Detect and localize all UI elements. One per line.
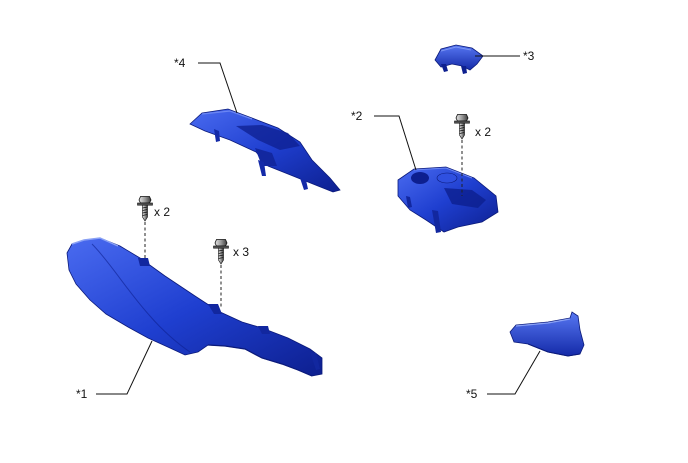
callout-5: *5: [466, 387, 478, 401]
quantity-label: x 2: [475, 125, 491, 139]
leader-line-5: [487, 350, 541, 395]
callout-3: *3: [523, 49, 535, 63]
screw-icon: [137, 196, 153, 222]
callout-1: *1: [76, 387, 88, 401]
leader-line-4: [198, 62, 238, 114]
part-4-console-panel: [189, 108, 341, 193]
quantity-label: x 3: [233, 245, 249, 259]
callout-4: *4: [174, 56, 186, 70]
quantity-label: x 2: [154, 205, 170, 219]
part-2-console-box: [397, 166, 499, 233]
callout-2: *2: [351, 109, 363, 123]
screw-icon: [213, 239, 229, 265]
part-3-cap: [434, 44, 484, 74]
leader-line-1: [96, 340, 153, 395]
screw-icon: [454, 114, 470, 140]
part-1-side-trim: [66, 237, 323, 377]
leader-line-2: [374, 115, 417, 171]
part-5-curved-trim: [509, 311, 585, 357]
